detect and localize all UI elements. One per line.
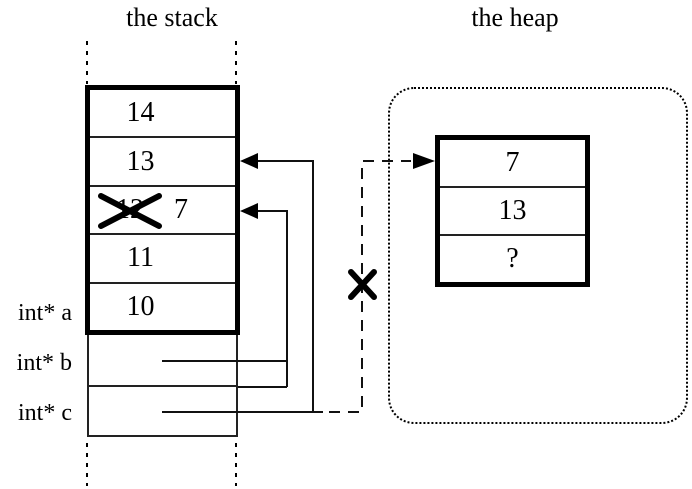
pointer-label-c: int* c [18,400,72,426]
pointer-label-a: int* a [18,300,72,326]
heap-title: the heap [471,3,559,32]
heap-cell-value: 7 [505,147,520,178]
stack-frame-box: 14 13 12 7 11 10 [85,85,240,335]
stack-title: the stack [126,3,218,32]
stack-cell-overwritten: 12 7 [90,184,235,233]
heap-block-box: 7 13 ? [435,135,590,287]
heap-cell: 7 [440,140,585,186]
stack-cell: 14 [90,90,235,136]
pointer-cell-b [89,335,236,385]
stack-cell-value: 13 [126,145,155,177]
stack-guide-bottom-right [235,443,237,486]
stack-cell: 11 [90,233,235,281]
stack-cell: 10 [90,281,235,330]
stack-cell-value: 10 [126,290,155,322]
heap-cell-value: 13 [498,195,527,226]
stack-cell-new-value: 7 [174,194,188,226]
stack-guide-top-right [235,41,237,84]
stack-cell-value: 14 [126,97,155,129]
stack-pointer-cells [87,335,238,437]
stack-cell: 13 [90,136,235,184]
stack-cell-value: 11 [127,242,154,274]
heap-cell-value: ? [506,243,519,274]
stack-guide-top-left [86,41,88,84]
heap-cell: ? [440,234,585,282]
stack-cell-old-value: 12 [116,194,144,226]
heap-cell: 13 [440,186,585,234]
cross-out-icon [348,269,377,300]
stack-guide-bottom-left [86,443,88,486]
pointer-cell-c [89,385,236,437]
pointer-label-b: int* b [16,350,72,376]
